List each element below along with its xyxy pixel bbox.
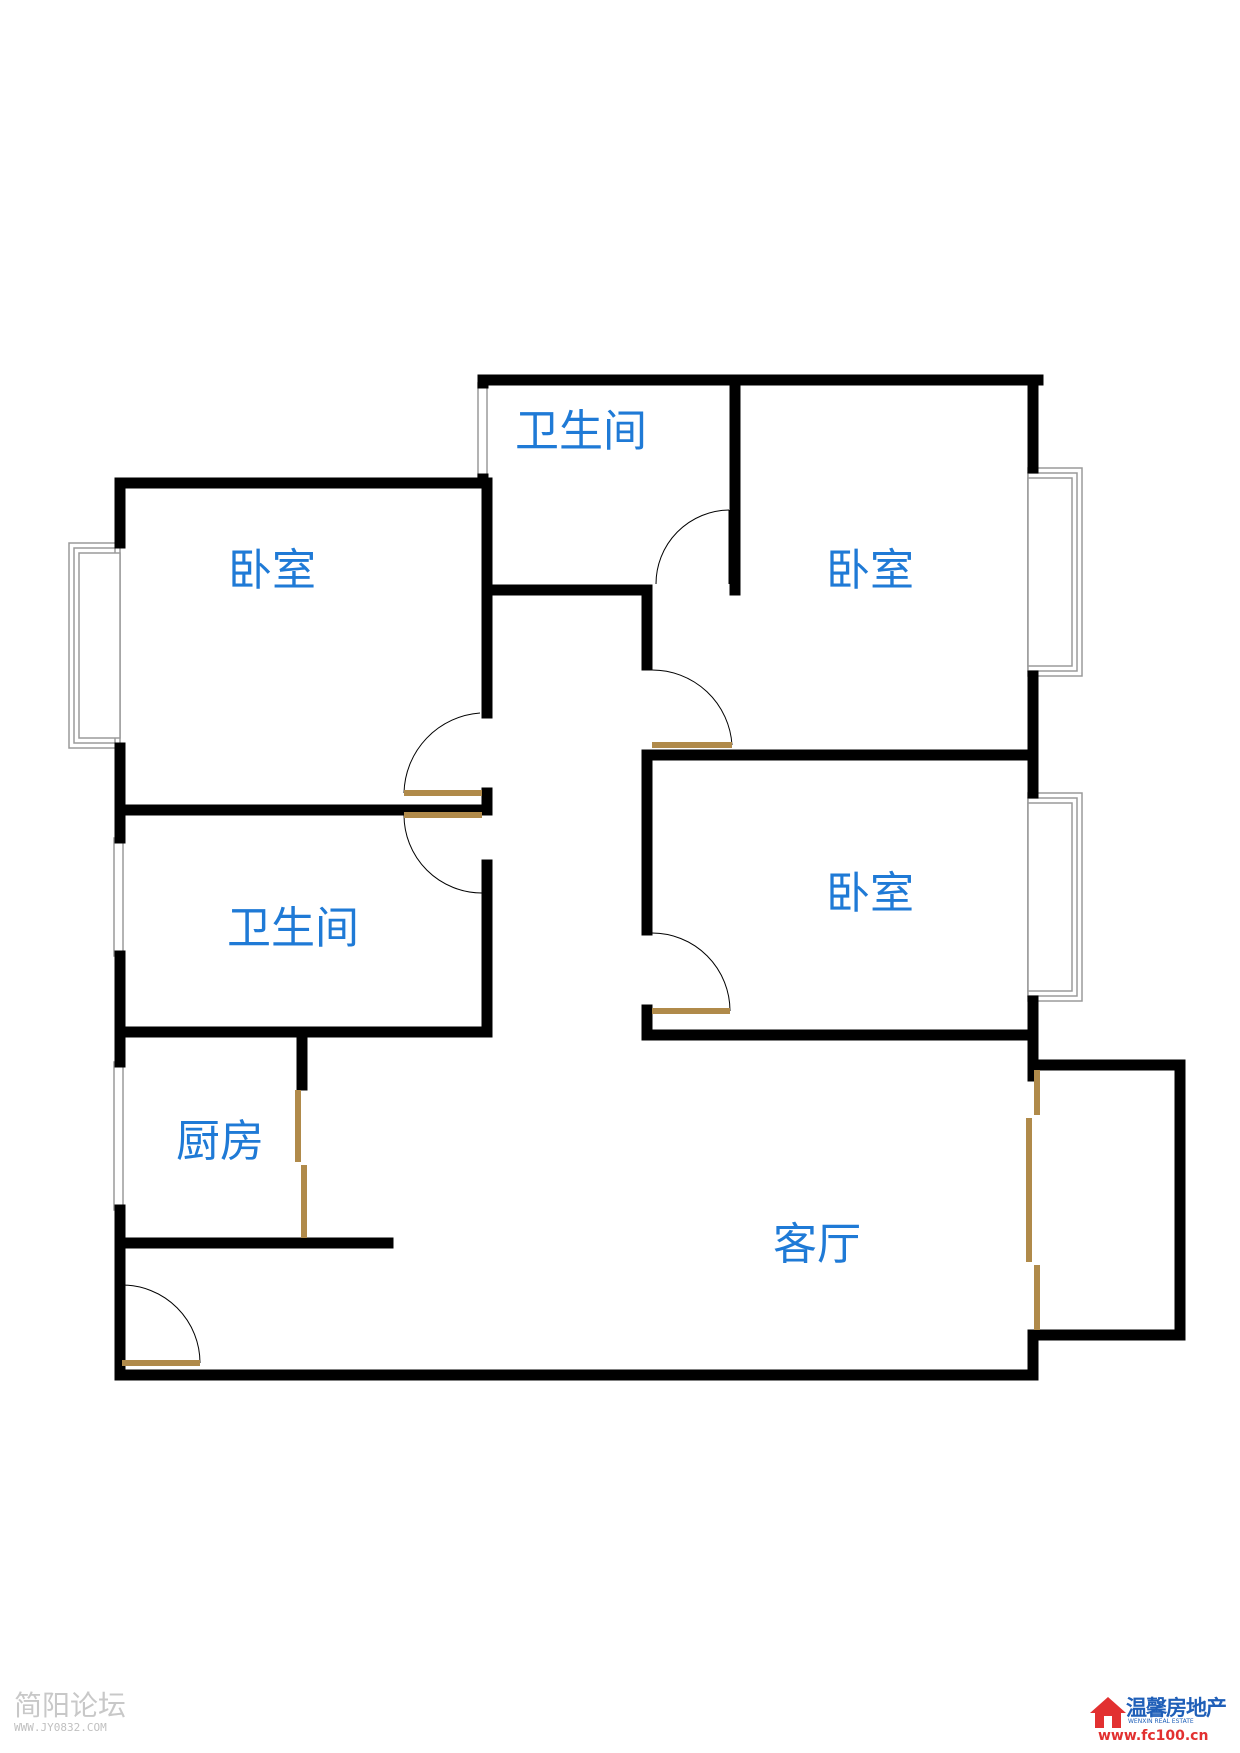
- window-bath-top: [477, 382, 488, 484]
- walls: [114, 374, 1186, 1381]
- room-labels: 卫生间 卧室 卧室 卫生间 卧室 厨房 客厅: [176, 406, 914, 1270]
- window-kitchen: [113, 1061, 124, 1211]
- door-bed-left: [403, 712, 482, 796]
- doors: [121, 509, 1040, 1366]
- door-bed-right-mid: [651, 932, 731, 1014]
- watermark-left-url: WWW.JY0832.COM: [14, 1721, 107, 1734]
- label-bed-right-top: 卧室: [826, 545, 914, 596]
- brand-en: WENXIN REAL ESTATE: [1128, 1718, 1194, 1725]
- door-balcony-sliding: [1026, 1070, 1040, 1330]
- watermark-right: 温馨房地产 WENXIN REAL ESTATE www.fc100.cn: [1088, 1690, 1236, 1746]
- house-logo-icon: [1090, 1697, 1126, 1728]
- brand-cn: 温馨房地产: [1126, 1696, 1227, 1720]
- windows: [68, 382, 1083, 1211]
- window-bed-right-top: [1027, 467, 1083, 677]
- door-bed-right-top: [651, 669, 733, 748]
- label-bath-top: 卫生间: [515, 406, 647, 457]
- window-bed-right-mid: [1027, 792, 1083, 1002]
- label-bath-left: 卫生间: [227, 903, 359, 954]
- watermark-left-name: 简阳论坛: [14, 1689, 127, 1722]
- door-kitchen-sliding: [295, 1090, 307, 1238]
- window-bed-left: [68, 542, 121, 749]
- label-bed-right-mid: 卧室: [826, 868, 914, 919]
- watermark-left: 简阳论坛 WWW.JY0832.COM: [14, 1691, 126, 1735]
- door-entrance: [121, 1284, 201, 1366]
- label-living: 客厅: [773, 1219, 861, 1270]
- label-bed-left: 卧室: [228, 545, 316, 596]
- window-bath-left: [113, 837, 124, 957]
- door-bath-top: [655, 509, 730, 585]
- door-bath-left: [403, 812, 483, 894]
- label-kitchen: 厨房: [176, 1116, 264, 1167]
- brand-url: www.fc100.cn: [1098, 1728, 1209, 1744]
